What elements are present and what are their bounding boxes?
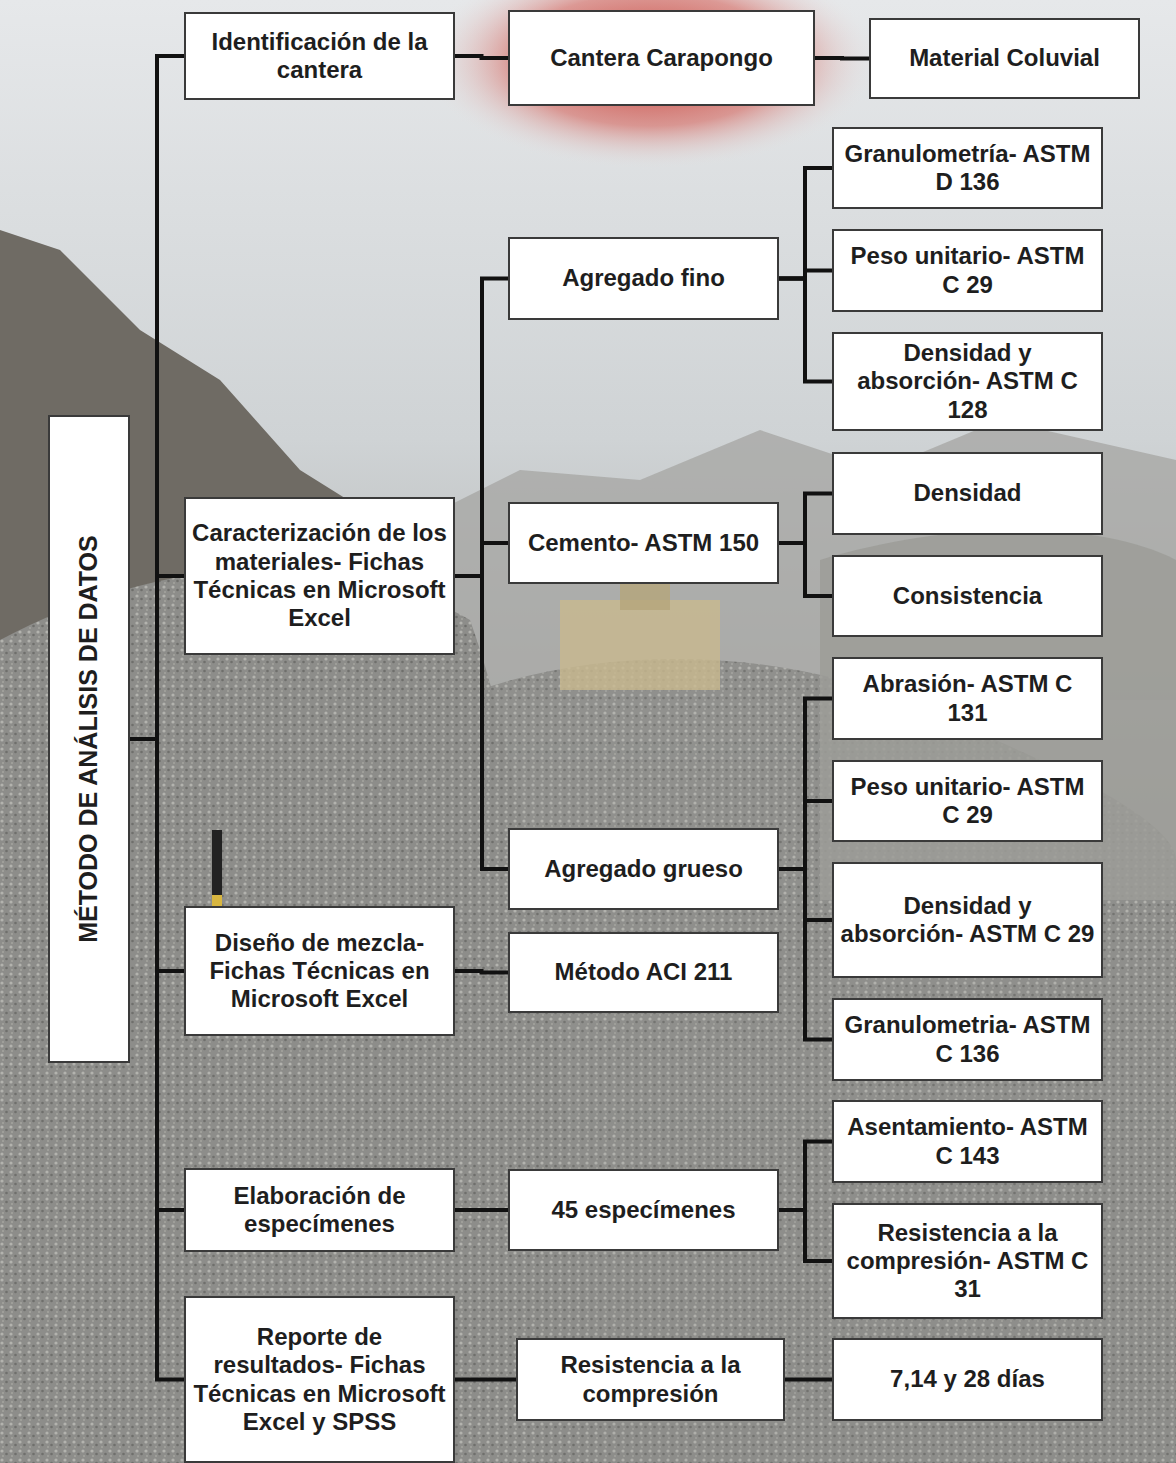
tree-connector [779, 168, 832, 279]
box-label: Caracterización de los materiales- Ficha… [192, 519, 447, 632]
tree-connector [455, 971, 508, 973]
box-label: Resistencia a la compresión [524, 1351, 777, 1408]
box-label: Cantera Carapongo [550, 44, 773, 72]
tree-connector [779, 279, 832, 382]
process-box: Método ACI 211 [508, 932, 779, 1013]
box-label: Abrasión- ASTM C 131 [840, 670, 1095, 727]
box-label: Densidad y absorción- ASTM C 29 [840, 892, 1095, 949]
box-label: Densidad y absorción- ASTM C 128 [840, 339, 1095, 424]
process-box: Consistencia [832, 555, 1103, 637]
tree-connector [779, 494, 832, 544]
process-box: Resistencia a la compresión [516, 1338, 785, 1421]
process-box: Agregado grueso [508, 828, 779, 910]
box-label: Diseño de mezcla- Fichas Técnicas en Mic… [192, 929, 447, 1014]
tree-connector [130, 56, 184, 739]
process-box: Densidad y absorción- ASTM C 29 [832, 862, 1103, 978]
tree-connector [779, 801, 832, 869]
title-box: MÉTODO DE ANÁLISIS DE DATOS [48, 415, 130, 1063]
tree-connector [779, 699, 832, 870]
process-box: Cantera Carapongo [508, 10, 815, 106]
process-box: Reporte de resultados- Fichas Técnicas e… [184, 1296, 455, 1463]
process-box: Diseño de mezcla- Fichas Técnicas en Mic… [184, 906, 455, 1036]
tree-connector [779, 543, 832, 596]
tree-connector [455, 1378, 516, 1382]
tree-connector [779, 1210, 832, 1261]
process-box: Resistencia a la compresión- ASTM C 31 [832, 1203, 1103, 1319]
tree-connector [785, 1378, 832, 1382]
box-label: Identificación de la cantera [192, 28, 447, 85]
box-label: 45 especímenes [551, 1196, 735, 1224]
tree-connector [455, 1208, 508, 1212]
box-label: Granulometria- ASTM C 136 [840, 1011, 1095, 1068]
tree-connector [779, 1142, 832, 1211]
process-box: Densidad y absorción- ASTM C 128 [832, 332, 1103, 431]
box-label: Peso unitario- ASTM C 29 [840, 242, 1095, 299]
process-box: Peso unitario- ASTM C 29 [832, 229, 1103, 312]
tree-connector [130, 576, 184, 739]
box-label: Densidad [913, 479, 1021, 507]
tree-connector [779, 271, 832, 279]
process-box: Material Coluvial [869, 18, 1140, 99]
box-label: Resistencia a la compresión- ASTM C 31 [840, 1219, 1095, 1304]
process-box: Abrasión- ASTM C 131 [832, 657, 1103, 740]
tree-connector [130, 739, 184, 971]
process-box: Granulometria- ASTM C 136 [832, 998, 1103, 1081]
process-box: Caracterización de los materiales- Ficha… [184, 497, 455, 655]
process-box: Elaboración de especímenes [184, 1168, 455, 1252]
box-label: 7,14 y 28 días [890, 1365, 1045, 1393]
box-label: Reporte de resultados- Fichas Técnicas e… [192, 1323, 447, 1436]
tree-connector [130, 739, 184, 1380]
process-box: 7,14 y 28 días [832, 1338, 1103, 1421]
box-label: MÉTODO DE ANÁLISIS DE DATOS [74, 535, 104, 942]
box-label: Método ACI 211 [555, 958, 733, 986]
process-box: Agregado fino [508, 237, 779, 320]
tree-connector [130, 739, 184, 1210]
box-label: Material Coluvial [909, 44, 1100, 72]
tree-connector [815, 56, 869, 61]
tree-connector [455, 56, 508, 58]
process-box: Peso unitario- ASTM C 29 [832, 760, 1103, 842]
process-box: Cemento- ASTM 150 [508, 502, 779, 584]
box-label: Consistencia [893, 582, 1042, 610]
process-box: 45 especímenes [508, 1169, 779, 1251]
box-label: Cemento- ASTM 150 [528, 529, 759, 557]
tree-connector [455, 279, 508, 577]
box-label: Agregado fino [562, 264, 725, 292]
tree-connector [455, 576, 508, 869]
box-label: Peso unitario- ASTM C 29 [840, 773, 1095, 830]
box-label: Granulometría- ASTM D 136 [840, 140, 1095, 197]
tree-connector [455, 543, 508, 576]
box-label: Asentamiento- ASTM C 143 [840, 1113, 1095, 1170]
process-box: Densidad [832, 452, 1103, 535]
process-box: Granulometría- ASTM D 136 [832, 127, 1103, 209]
box-label: Agregado grueso [544, 855, 743, 883]
tree-connector [779, 869, 832, 1040]
box-label: Elaboración de especímenes [192, 1182, 447, 1239]
tree-connector [779, 869, 832, 920]
process-box: Identificación de la cantera [184, 12, 455, 100]
process-box: Asentamiento- ASTM C 143 [832, 1100, 1103, 1183]
